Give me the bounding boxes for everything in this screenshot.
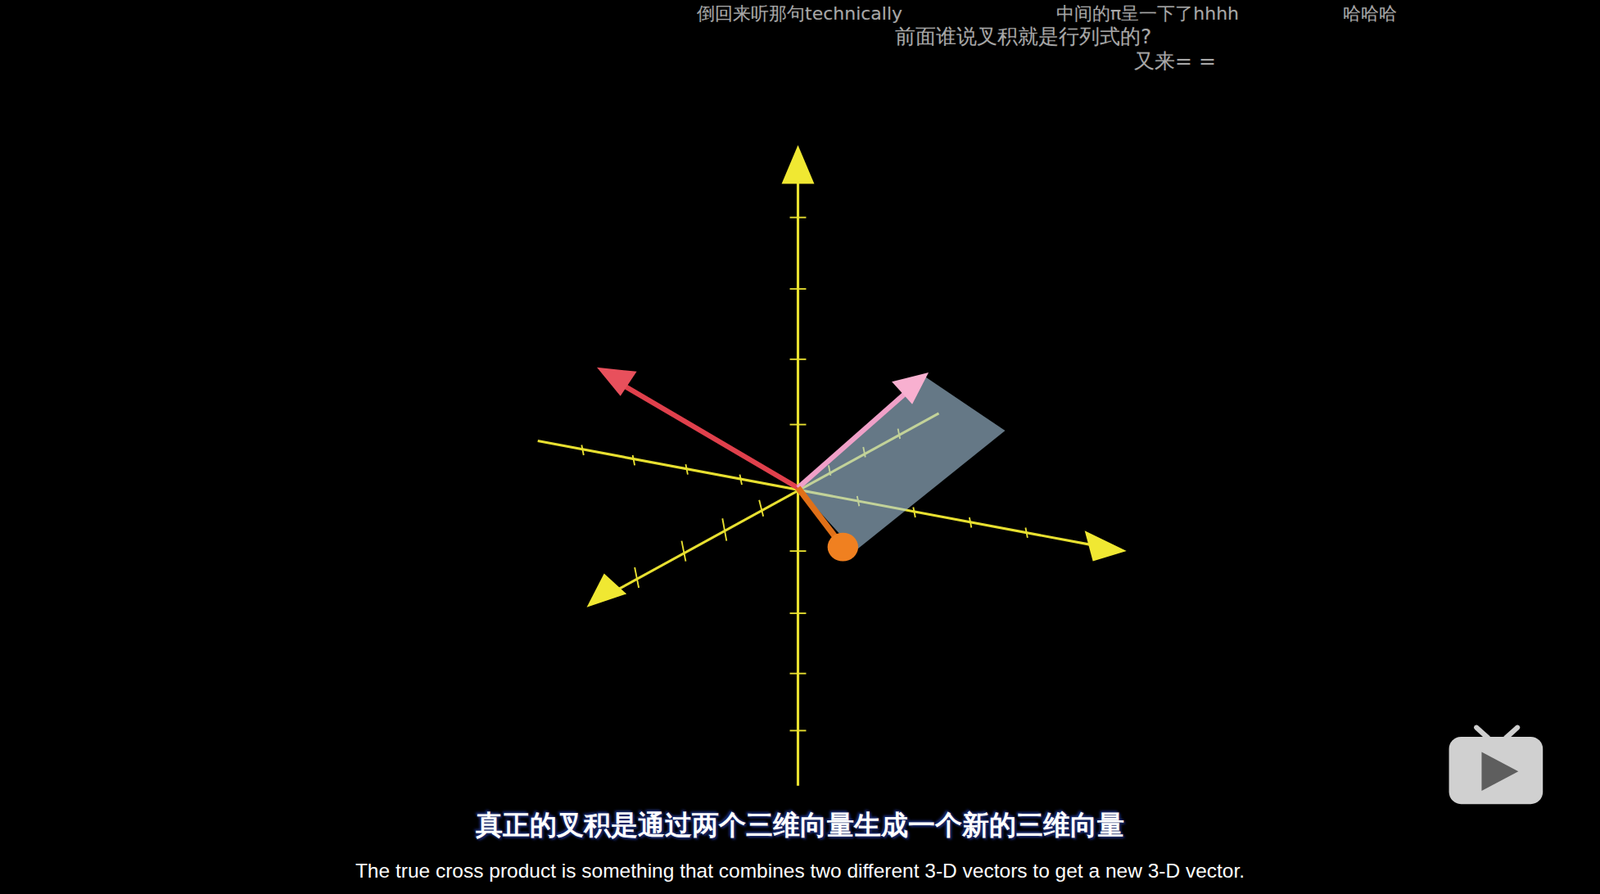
coordinate-axes: [537, 178, 1093, 786]
vectors: [596, 367, 929, 562]
danmaku-comment: 中间的π呈一下了hhhh: [1056, 1, 1239, 27]
danmaku-comment: 倒回来听那句technically: [696, 1, 903, 27]
danmaku-comment: 哈哈哈: [1342, 1, 1397, 27]
subtitle-english: The true cross product is something that…: [0, 859, 1600, 883]
bilibili-logo: [1449, 727, 1544, 805]
danmaku-comment: 前面谁说叉积就是行列式的?: [894, 22, 1152, 50]
parallelogram: [798, 375, 1006, 552]
danmaku-comment: 又来= =: [1134, 47, 1216, 75]
subtitle-chinese: 真正的叉积是通过两个三维向量生成一个新的三维向量: [0, 808, 1600, 845]
axis-arrowheads: [587, 144, 1127, 608]
